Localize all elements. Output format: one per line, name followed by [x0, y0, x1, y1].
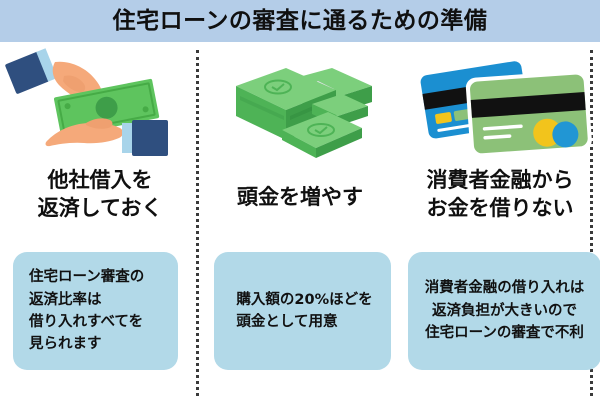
- column-2-heading: 頭金を増やす: [237, 185, 363, 209]
- columns-container: 他社借入を 返済しておく 住宅ローン審査の 返済比率は 借り入れすべてを 見られ…: [0, 42, 600, 400]
- credit-cards-icon: [400, 42, 600, 162]
- column-divider-1: [196, 50, 199, 396]
- column-3-heading: 消費者金融から お金を借りない: [426, 168, 574, 221]
- column-1-body-box: 住宅ローン審査の 返済比率は 借り入れすべてを 見られます: [13, 252, 178, 370]
- column-avoid-consumer-finance: 消費者金融から お金を借りない 消費者金融の借り入れは 返済負担が大きいので 住…: [400, 42, 600, 400]
- hands-exchanging-money-icon: [0, 42, 200, 162]
- column-2-body-box: 購入額の20%ほどを 頭金として用意: [214, 252, 391, 370]
- column-3-body-text: 消費者金融の借り入れは 返済負担が大きいので 住宅ローンの審査で不利: [424, 280, 585, 342]
- column-1-heading: 他社借入を 返済しておく: [37, 168, 163, 221]
- column-divider-2: [590, 50, 593, 396]
- cash-bundles-icon: [200, 42, 400, 162]
- column-3-body-box: 消費者金融の借り入れは 返済負担が大きいので 住宅ローンの審査で不利: [408, 252, 600, 370]
- column-repay-other-loans: 他社借入を 返済しておく 住宅ローン審査の 返済比率は 借り入れすべてを 見られ…: [0, 42, 200, 400]
- page-title: 住宅ローンの審査に通るための準備: [112, 7, 488, 34]
- column-2-body-text: 購入額の20%ほどを 頭金として用意: [236, 291, 373, 330]
- header-band: 住宅ローンの審査に通るための準備: [0, 0, 600, 42]
- column-1-body-text: 住宅ローン審査の 返済比率は 借り入れすべてを 見られます: [29, 269, 145, 353]
- column-increase-down-payment: 頭金を増やす 購入額の20%ほどを 頭金として用意: [200, 42, 593, 400]
